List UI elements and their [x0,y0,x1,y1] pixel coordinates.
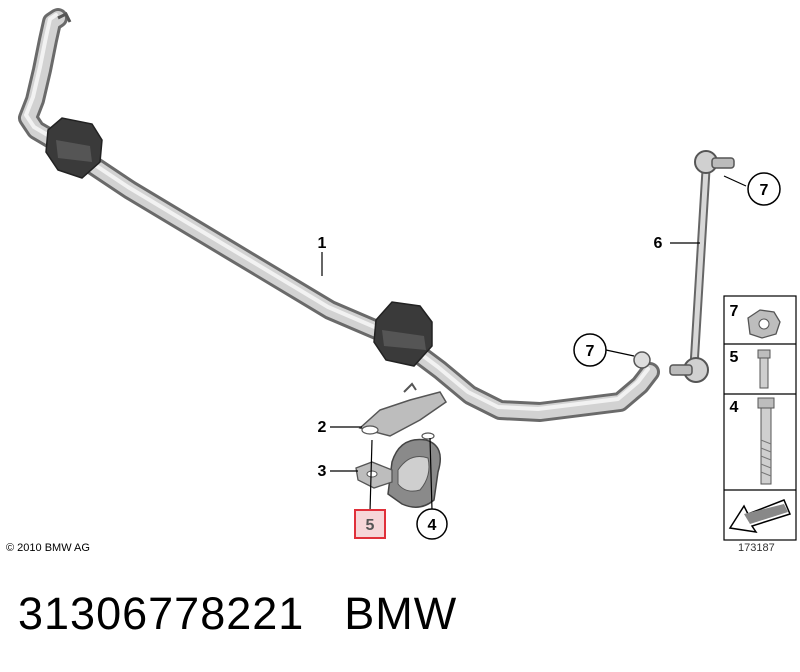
side-label-5: 5 [730,349,739,366]
svg-text:2: 2 [318,419,327,436]
side-parts-panel: 7 5 4 [723,295,797,541]
bushing-left [45,117,103,179]
svg-text:3: 3 [318,463,327,480]
callout-3: 3 [318,463,327,480]
svg-text:7: 7 [586,343,595,360]
callout-2: 2 [318,419,327,436]
bushing-part [387,438,441,508]
nut-icon [747,309,781,339]
svg-text:7: 7 [760,182,769,199]
svg-text:5: 5 [366,517,375,534]
svg-text:4: 4 [428,517,437,534]
bolt-short-icon [757,349,771,389]
callout-7-mid: 7 [573,333,607,367]
clamp-bracket [358,382,448,440]
callout-7-top: 7 [747,172,781,206]
part-number: 31306778221 [18,588,305,639]
copyright-text: © 2010 BMW AG [6,542,90,554]
link-rod [633,150,735,383]
small-plate [355,461,393,489]
brand-name: BMW [344,588,458,639]
callout-6: 6 [654,235,663,252]
leader-lines [321,175,747,513]
callout-1: 1 [318,235,327,252]
bushing-right [373,301,433,367]
bolt-long-icon [757,397,775,485]
caption: 31306778221 BMW [18,588,798,658]
svg-text:1: 1 [318,235,327,252]
side-label-4: 4 [730,399,739,416]
svg-text:6: 6 [654,235,663,252]
arrow-icon [728,499,792,534]
callout-4: 4 [416,508,448,540]
side-label-7: 7 [730,303,739,320]
diagram-id: 173187 [738,542,775,554]
callout-5-highlighted: 5 [354,509,386,539]
parts-diagram: 1 2 3 4 5 6 7 7 7 5 [18,8,797,541]
stabilizer-bar [18,8,660,422]
